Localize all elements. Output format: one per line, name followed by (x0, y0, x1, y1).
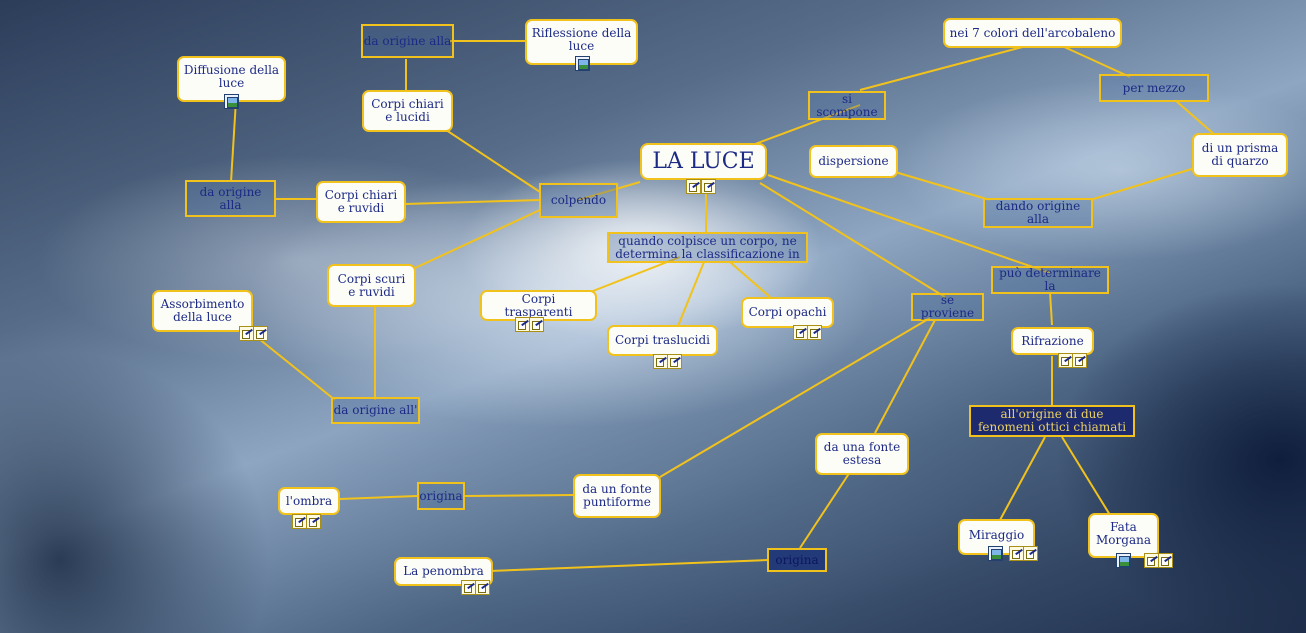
link-fenomeni[interactable]: all'origine di due fenomeni ottici chiam… (969, 405, 1135, 437)
edge (230, 99, 237, 183)
concept-prisma[interactable]: di un prisma di quarzo (1192, 133, 1288, 177)
note-icon[interactable] (1158, 553, 1173, 568)
concept-ombra[interactable]: l'ombra (278, 487, 340, 515)
concept-corpi-opachi[interactable]: Corpi opachi (741, 297, 834, 328)
link-da-origine-alla-left[interactable]: da origine alla (185, 180, 276, 217)
concept-rifrazione[interactable]: Rifrazione (1011, 327, 1094, 355)
link-puo-determinare[interactable]: può determinare la (991, 266, 1109, 294)
note-icon[interactable] (515, 317, 530, 332)
concept-corpi-chiari-ruvidi[interactable]: Corpi chiari e ruvidi (316, 181, 406, 223)
note-icon[interactable] (793, 325, 808, 340)
edge (894, 171, 991, 201)
edge (767, 174, 1051, 274)
link-dando-origine[interactable]: dando origine alla (983, 198, 1093, 228)
edge (1174, 99, 1216, 136)
note-icon[interactable] (475, 580, 490, 595)
edge (489, 559, 769, 572)
edge (1059, 44, 1131, 78)
link-quando-colpisce[interactable]: quando colpisce un corpo, ne determina l… (607, 232, 808, 263)
image-icon[interactable] (988, 546, 1003, 561)
note-icon[interactable] (701, 179, 716, 194)
image-icon[interactable] (224, 94, 239, 109)
concept-fata-morgana[interactable]: Fata Morgana (1088, 513, 1159, 558)
edge (339, 495, 418, 500)
edge (1061, 436, 1111, 516)
link-colpendo[interactable]: colpendo (539, 183, 618, 218)
edge (874, 319, 936, 434)
image-icon[interactable] (575, 56, 590, 71)
concept-riflessione[interactable]: Riflessione della luce (525, 19, 638, 65)
note-icon[interactable] (1009, 546, 1024, 561)
link-origina-left[interactable]: origina (417, 482, 465, 510)
edge (1049, 291, 1053, 326)
link-per-mezzo[interactable]: per mezzo (1099, 74, 1209, 102)
link-origina-bottom[interactable]: origina (767, 548, 827, 572)
concept-corpi-chiari-lucidi[interactable]: Corpi chiari e lucidi (362, 90, 453, 132)
note-icon[interactable] (667, 354, 682, 369)
note-icon[interactable] (529, 317, 544, 332)
link-da-origine-alla-top[interactable]: da origine alla (361, 24, 454, 58)
concept-dispersione[interactable]: dispersione (809, 145, 898, 178)
image-icon[interactable] (1116, 553, 1131, 568)
note-icon[interactable] (1023, 546, 1038, 561)
edge (414, 209, 541, 269)
edge (464, 494, 576, 497)
concept-corpi-traslucidi[interactable]: Corpi traslucidi (607, 325, 718, 356)
edge (754, 104, 861, 145)
link-se-proviene[interactable]: se proviene (911, 293, 984, 321)
edge (999, 436, 1046, 521)
note-icon[interactable] (1144, 553, 1159, 568)
concept-fonte-puntiforme[interactable]: da un fonte puntiforme (573, 474, 661, 518)
concept-la-luce[interactable]: LA LUCE (640, 143, 767, 180)
edge (659, 317, 931, 478)
concept-corpi-trasparenti[interactable]: Corpi trasparenti (480, 290, 597, 321)
note-icon[interactable] (292, 514, 307, 529)
note-icon[interactable] (686, 179, 701, 194)
edge (729, 261, 771, 298)
concept-nei-7-colori[interactable]: nei 7 colori dell'arcobaleno (943, 18, 1122, 48)
link-si-scompone[interactable]: si scompone (808, 91, 886, 120)
note-icon[interactable] (461, 580, 476, 595)
edge (257, 337, 336, 401)
concept-corpi-scuri-ruvidi[interactable]: Corpi scuri e ruvidi (327, 264, 416, 307)
edge (439, 125, 541, 193)
note-icon[interactable] (239, 326, 254, 341)
note-icon[interactable] (807, 325, 822, 340)
note-icon[interactable] (253, 326, 268, 341)
concept-fonte-estesa[interactable]: da una fonte estesa (815, 433, 909, 475)
link-da-origine-all[interactable]: da origine all' (331, 397, 420, 424)
concept-assorbimento[interactable]: Assorbimento della luce (152, 290, 253, 332)
edge (1089, 167, 1196, 201)
edge (404, 199, 541, 205)
edge (677, 261, 705, 327)
note-icon[interactable] (1058, 353, 1073, 368)
note-icon[interactable] (1072, 353, 1087, 368)
note-icon[interactable] (306, 514, 321, 529)
edge (859, 44, 1031, 91)
edge (799, 471, 851, 549)
edge (577, 181, 641, 201)
note-icon[interactable] (653, 354, 668, 369)
edge (759, 182, 946, 298)
